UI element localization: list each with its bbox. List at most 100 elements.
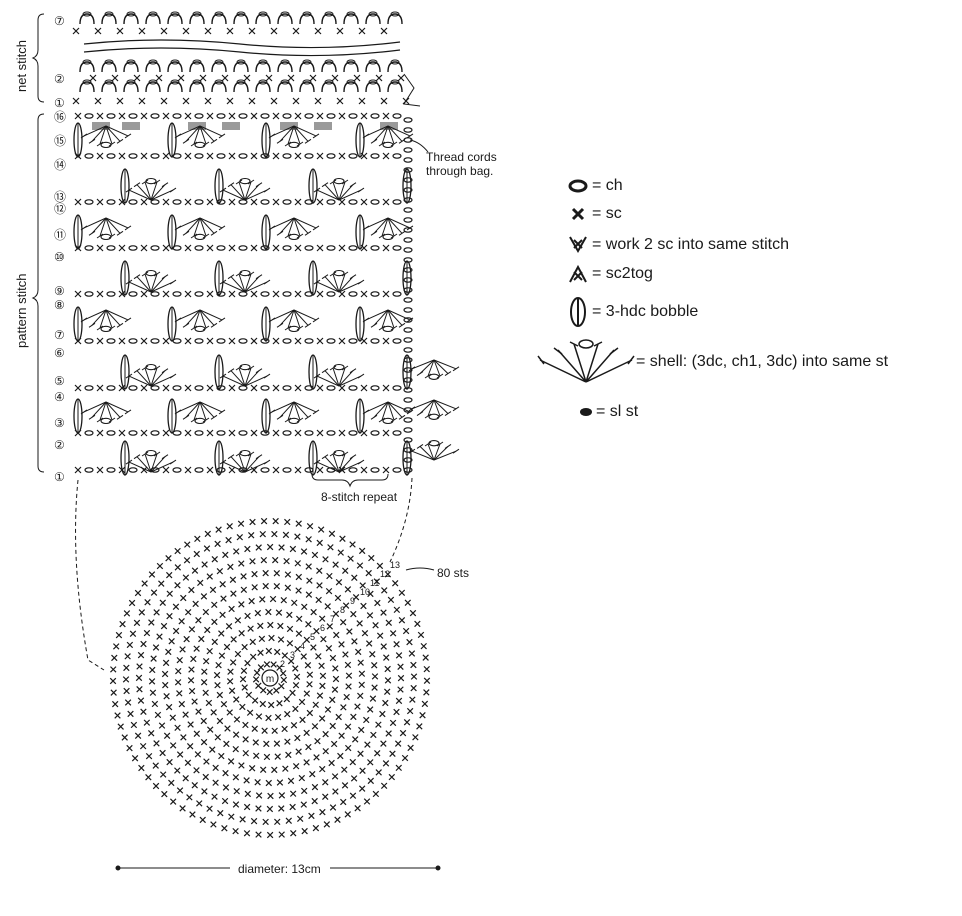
sc-mark <box>314 737 321 745</box>
sc-mark <box>246 709 254 716</box>
sc-mark <box>316 466 324 474</box>
sc-mark <box>363 716 370 724</box>
sc-mark <box>228 152 236 160</box>
sc-mark <box>276 779 284 786</box>
sc-mark <box>122 676 130 683</box>
sc-mark <box>255 544 262 551</box>
sc-mark <box>310 644 317 651</box>
sc-mark <box>182 574 190 581</box>
sc-mark <box>358 547 366 555</box>
sc-mark <box>282 765 289 772</box>
sc-mark <box>237 520 245 527</box>
chain-mark <box>348 153 358 159</box>
sc-mark <box>193 550 200 558</box>
sc-mark <box>365 640 373 647</box>
sc-mark <box>96 384 104 392</box>
sc-mark <box>316 384 324 392</box>
chain-mark <box>260 199 270 205</box>
sc-mark <box>318 662 325 670</box>
sc-mark <box>96 198 104 206</box>
sc-mark <box>224 725 231 732</box>
sc-mark <box>219 611 226 619</box>
sc-mark <box>249 558 256 565</box>
sc-mark <box>174 582 181 589</box>
sc-mark <box>211 793 218 800</box>
sc-mark <box>410 673 418 680</box>
sc-mark <box>272 112 280 120</box>
sc-mark <box>316 692 324 699</box>
sc-mark <box>332 675 340 683</box>
sc-mark <box>247 625 254 632</box>
sc-mark <box>342 567 349 574</box>
sc-mark <box>162 112 170 120</box>
chain-mark <box>282 153 292 159</box>
sc-mark <box>360 602 367 610</box>
chain-mark <box>260 467 270 473</box>
sc-mark <box>233 716 241 723</box>
shell-mark <box>80 125 132 149</box>
sc-mark <box>228 466 236 474</box>
chain-mark <box>84 113 94 119</box>
chain-mark <box>348 245 358 251</box>
sc-mark <box>367 590 374 598</box>
sc-mark <box>408 650 416 657</box>
chain-mark <box>106 245 116 251</box>
sc-mark <box>359 767 366 774</box>
sc-mark <box>206 805 213 812</box>
sc-mark <box>326 623 334 630</box>
net-loop-mark <box>123 61 139 73</box>
sc-mark <box>271 766 278 774</box>
shell-mark <box>80 401 132 425</box>
chain-mark <box>150 113 160 119</box>
sc-mark <box>402 627 410 635</box>
sc-mark <box>383 654 390 661</box>
sc-mark <box>176 690 183 697</box>
sc-mark <box>357 692 364 700</box>
sc-mark <box>234 617 242 624</box>
round-number: 10 <box>360 587 370 597</box>
chain-mark <box>282 113 292 119</box>
net-loop-mark <box>145 61 161 73</box>
sc-mark <box>350 610 357 618</box>
sc-mark <box>336 97 344 105</box>
sc-mark <box>311 797 318 805</box>
sc-mark <box>217 809 224 817</box>
sc-mark <box>182 97 190 105</box>
sc-mark <box>136 663 143 670</box>
chain-mark <box>106 291 116 297</box>
sc-mark <box>206 466 214 474</box>
sc-mark <box>276 700 283 707</box>
sc-mark <box>292 762 300 770</box>
sc-mark <box>179 805 186 812</box>
sc-mark <box>350 713 357 721</box>
sc-mark <box>371 684 378 691</box>
shell-mark <box>174 217 226 241</box>
sc-mark <box>322 747 329 755</box>
sc-mark <box>295 520 302 527</box>
sc-mark <box>176 787 184 794</box>
sc-mark <box>232 774 240 781</box>
sc-mark <box>250 244 258 252</box>
sc-mark <box>252 752 260 760</box>
sc-mark <box>184 429 192 437</box>
sc-mark <box>127 710 134 718</box>
sc-mark <box>356 620 363 627</box>
round-number: 7 <box>330 614 335 624</box>
sc-mark <box>409 696 416 703</box>
legend-slip-stitch: = sl st <box>578 402 638 422</box>
sc-mark <box>382 112 390 120</box>
sc-mark <box>261 727 268 734</box>
sc-mark <box>325 587 333 595</box>
sc-mark <box>294 466 302 474</box>
sc-mark <box>255 682 262 689</box>
sc-mark <box>338 112 346 120</box>
sc-mark <box>272 384 280 392</box>
sc-mark <box>393 708 400 716</box>
sc-mark <box>162 244 170 252</box>
chain-mark <box>392 385 402 391</box>
sc-mark <box>188 626 196 633</box>
net-loop-mark <box>387 61 403 73</box>
sc-mark <box>186 794 193 801</box>
sc-mark <box>329 804 337 811</box>
net-loop-mark <box>167 81 183 93</box>
